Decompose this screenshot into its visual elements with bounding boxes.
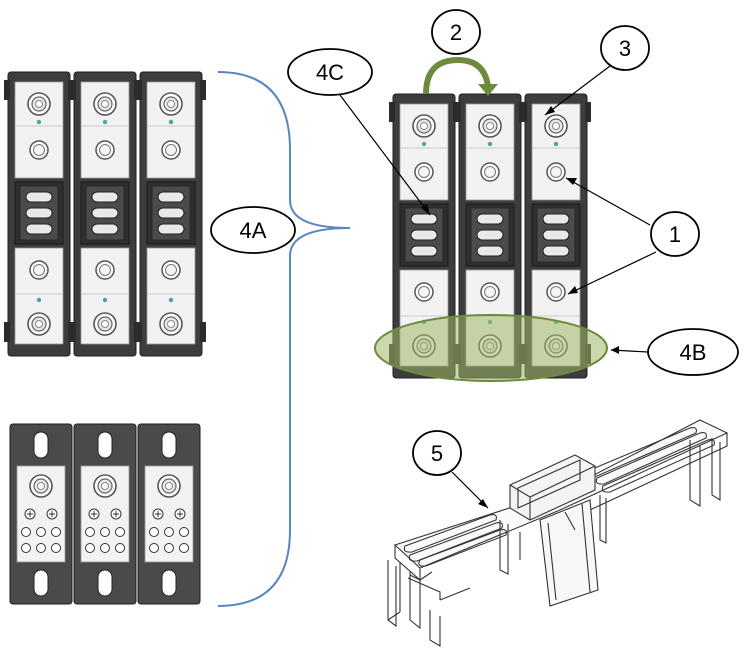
callout-4c: 4C [287,48,373,96]
grouping-bracket [217,71,351,607]
left-top-fuse-block [4,72,206,356]
callout-1: 1 [650,211,700,257]
svg-text:1: 1 [669,222,681,247]
svg-text:2: 2 [450,20,462,45]
bottom-terminals-highlight [374,314,608,382]
isometric-cover-part [387,419,729,647]
svg-text:5: 5 [431,441,443,466]
callout-3: 3 [600,25,650,71]
arrowheads [421,106,619,508]
left-bottom-fuse-block [10,424,200,604]
callout-5: 5 [412,430,462,476]
curved-arrow-icon [423,56,498,96]
leader-lines [339,65,657,509]
svg-text:3: 3 [619,36,631,61]
callout-2: 2 [431,9,481,55]
svg-text:4C: 4C [316,60,344,85]
callout-4a: 4A [210,206,296,254]
svg-text:4B: 4B [680,340,707,365]
svg-text:4A: 4A [240,218,267,243]
callout-4b: 4B [647,328,739,376]
